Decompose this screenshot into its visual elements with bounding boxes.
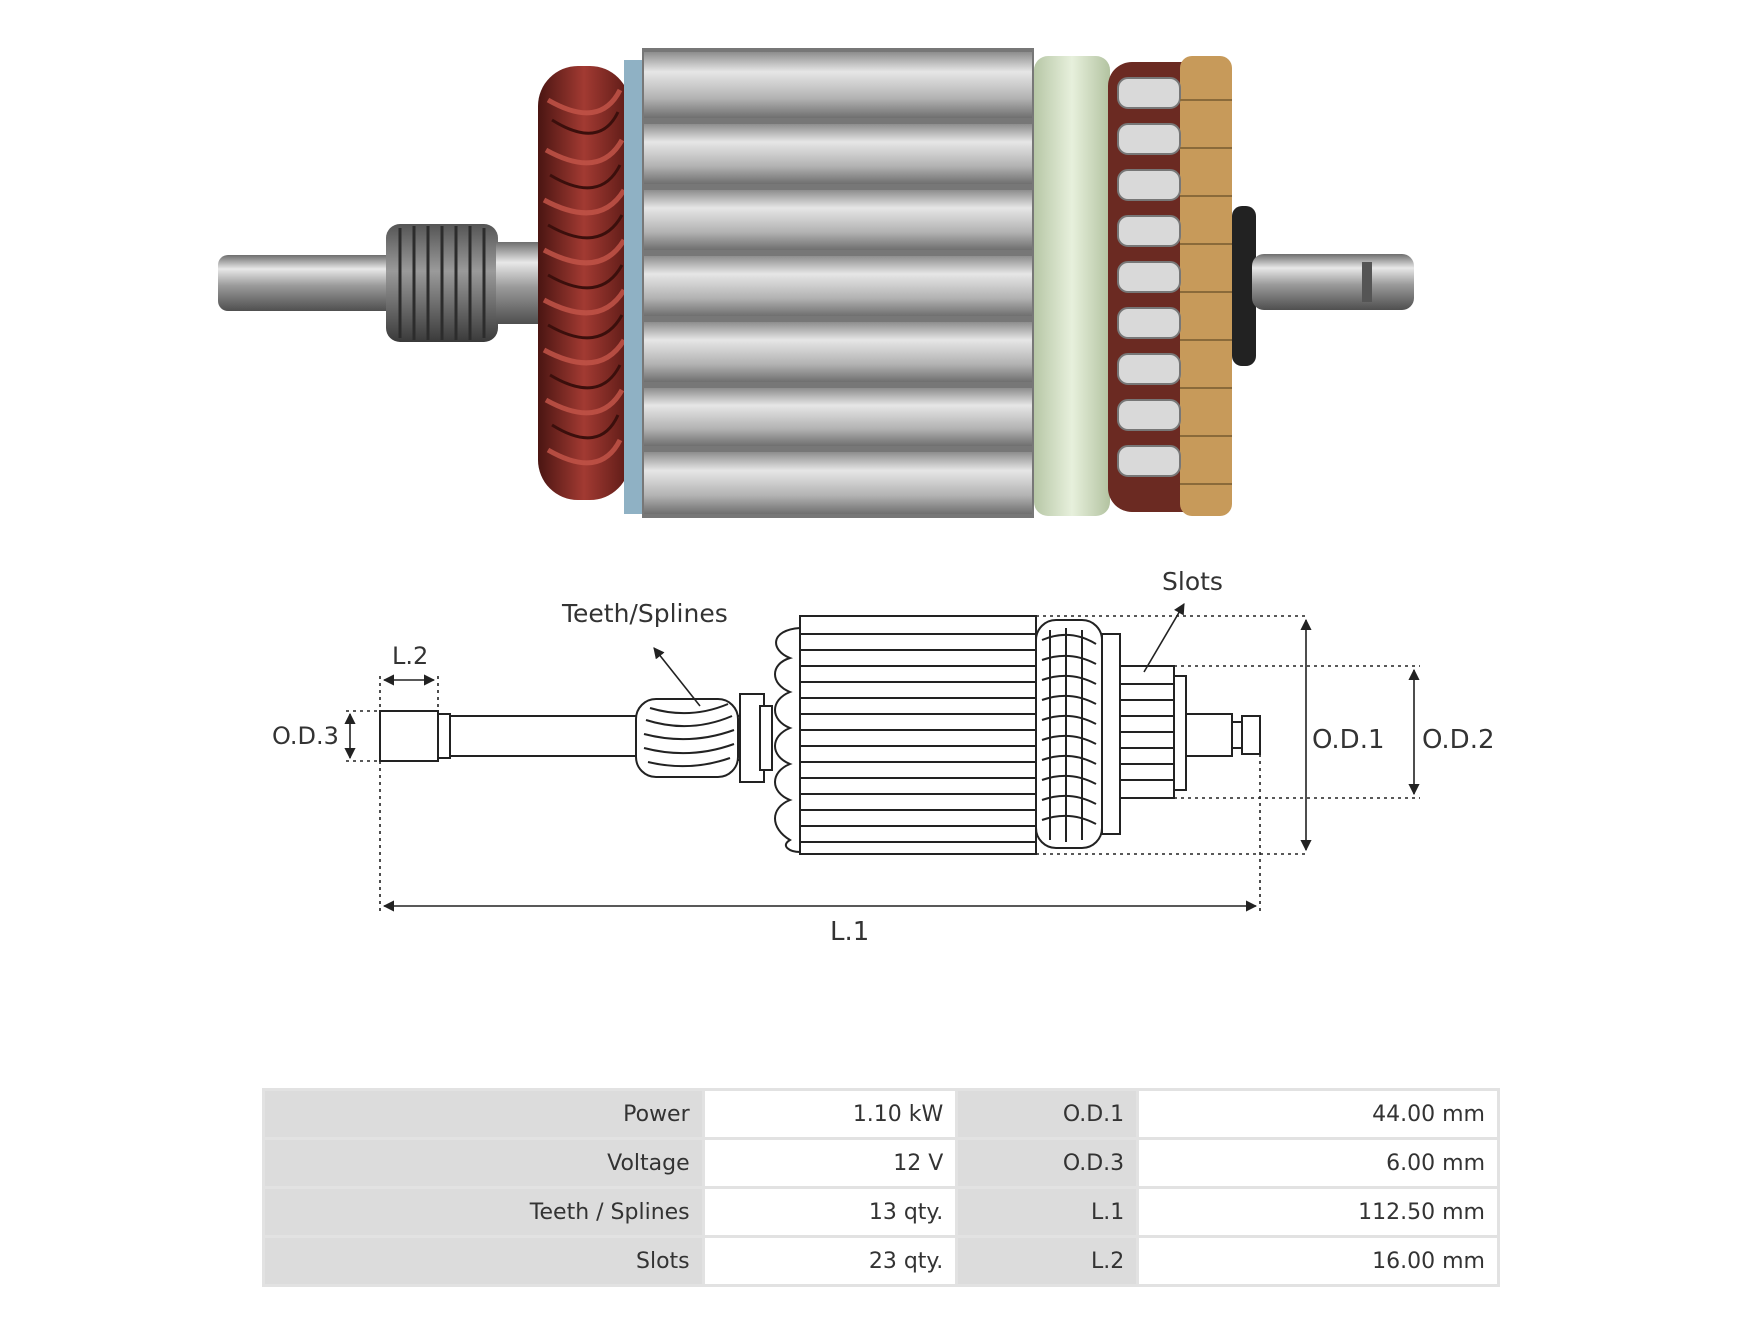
spec-value: 12 V (704, 1140, 956, 1186)
drawing-shaft-body (449, 715, 641, 757)
insulator-ring (1034, 56, 1110, 516)
spec-value: 23 qty. (704, 1238, 956, 1284)
spec-label: O.D.3 (958, 1140, 1137, 1186)
slots-leader (1143, 603, 1185, 673)
table-row: Teeth / Splines 13 qty. L.1 112.50 mm (265, 1189, 1497, 1235)
spec-label: O.D.1 (958, 1091, 1137, 1137)
pinion-collar (496, 242, 540, 324)
pinion-gear (386, 224, 498, 342)
spec-label: L.1 (958, 1189, 1137, 1235)
spec-value: 13 qty. (704, 1189, 956, 1235)
od2-label: O.D.2 (1422, 725, 1495, 755)
right-shaft (1252, 254, 1414, 310)
drawing-right-shaft (1185, 713, 1261, 757)
left-shaft (218, 255, 398, 311)
spec-value: 16.00 mm (1139, 1238, 1497, 1284)
table-row: Slots 23 qty. L.2 16.00 mm (265, 1238, 1497, 1284)
slot-insulators (624, 60, 646, 514)
drawing-shaft-end (379, 710, 439, 762)
drawing-shaft (437, 713, 451, 759)
spec-value: 1.10 kW (704, 1091, 956, 1137)
spec-value: 112.50 mm (1139, 1189, 1497, 1235)
technical-drawing (379, 615, 1261, 855)
right-shaft-groove (1362, 262, 1372, 302)
slots-label: Slots (1162, 567, 1223, 596)
commutator (1108, 56, 1232, 516)
table-row: Power 1.10 kW O.D.1 44.00 mm (265, 1091, 1497, 1137)
drawing-commutator (1119, 665, 1187, 799)
spec-label: Teeth / Splines (265, 1189, 702, 1235)
od3-label: O.D.3 (272, 722, 339, 750)
spec-value: 6.00 mm (1139, 1140, 1497, 1186)
dimension-lines (344, 603, 1420, 912)
drawing-core (799, 615, 1037, 855)
spec-table: Power 1.10 kW O.D.1 44.00 mm Voltage 12 … (262, 1088, 1500, 1287)
drawing-winding-front (774, 626, 801, 854)
laminated-core (642, 48, 1034, 518)
thrust-washer (1232, 206, 1256, 366)
drawing-gear (635, 693, 773, 783)
spec-label: Power (265, 1091, 702, 1137)
copper-winding-front (538, 66, 630, 500)
drawing-commutator-windings (1035, 619, 1121, 849)
spec-label: Slots (265, 1238, 702, 1284)
table-row: Voltage 12 V O.D.3 6.00 mm (265, 1140, 1497, 1186)
l2-label: L.2 (392, 642, 428, 670)
spec-label: Voltage (265, 1140, 702, 1186)
od1-label: O.D.1 (1312, 725, 1385, 755)
l1-label: L.1 (830, 917, 869, 947)
spec-label: L.2 (958, 1238, 1137, 1284)
teeth-splines-label: Teeth/Splines (561, 599, 728, 628)
teeth-leader (653, 647, 701, 707)
armature-photo (218, 48, 1414, 518)
spec-value: 44.00 mm (1139, 1091, 1497, 1137)
